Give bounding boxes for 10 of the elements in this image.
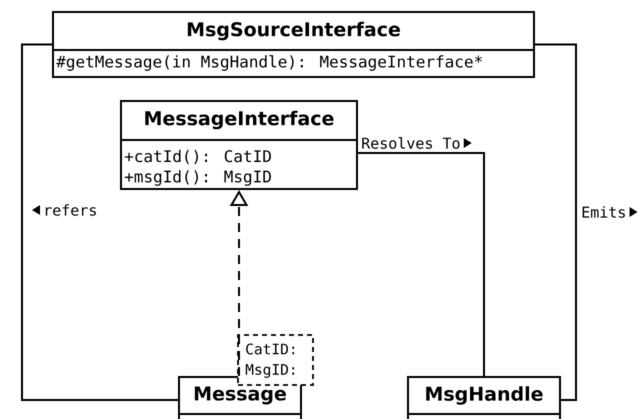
connector [535,44,577,401]
class-box: MsgSourceInterface #getMessage(in MsgHandle): MessageInterface* [52,11,535,78]
template-parameter-box: CatID: MsgID: [237,334,314,386]
connector [358,152,485,376]
connector [21,44,178,401]
edge-label: Emits [580,205,628,219]
edge-label: refers [42,203,98,217]
class-box: MsgHandle [407,376,561,419]
class-box: MessageInterface +catId(): CatID +msgId(): MsgID [120,100,358,190]
edge-label: Resolves To [360,136,462,150]
